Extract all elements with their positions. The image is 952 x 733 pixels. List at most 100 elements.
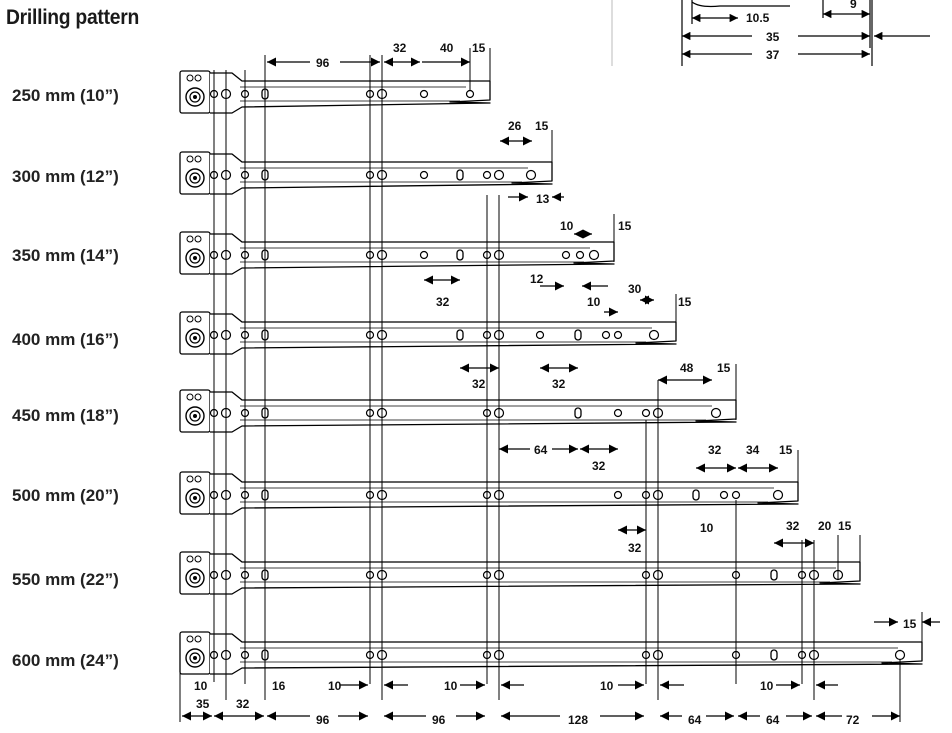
dim-r1-15: 15: [472, 41, 486, 55]
slide-6: [179, 471, 799, 515]
dim-r5-48: 48: [680, 361, 694, 375]
bracket-roller-pin: [193, 95, 197, 99]
screw-hole: [648, 329, 660, 341]
dim-r4-32b: 32: [552, 377, 566, 391]
dim-bottom-10d: 10: [600, 679, 614, 693]
screw-hole: [535, 330, 545, 340]
bracket-hole: [194, 635, 202, 643]
dim-r4-32a: 32: [472, 377, 486, 391]
dim-r5-32: 32: [592, 459, 606, 473]
screw-hole: [465, 89, 475, 99]
slide-3: [179, 231, 615, 275]
screw-hole: [482, 170, 492, 180]
bracket-hole: [194, 315, 202, 323]
screw-hole: [641, 408, 651, 418]
bracket-hole: [194, 155, 202, 163]
dim-bottom-10c: 10: [444, 679, 458, 693]
screw-hole: [419, 170, 429, 180]
dim-r2-15: 15: [535, 119, 549, 133]
screw-hole: [731, 490, 741, 500]
dim-r5-15: 15: [717, 361, 731, 375]
bracket-roller-pin: [193, 576, 197, 580]
dim-r3-32: 32: [436, 295, 450, 309]
bracket-roller-pin: [193, 176, 197, 180]
dim-r7-32: 32: [786, 519, 800, 533]
dim-bottom-32: 32: [236, 697, 250, 711]
slot-hole: [770, 649, 778, 661]
dim-r6-32b: 32: [628, 541, 642, 555]
bracket-hole: [186, 555, 194, 563]
row-label-450: 450 mm (18”): [12, 406, 119, 425]
slot-hole: [574, 407, 582, 419]
top-dim-9: 9: [850, 0, 857, 11]
row-label-400: 400 mm (16”): [12, 330, 119, 349]
drawer-slides: [179, 70, 923, 675]
dim-r4-30: 30: [628, 282, 642, 296]
screw-hole: [601, 330, 611, 340]
slot-hole: [456, 169, 464, 181]
bracket-roller-pin: [193, 256, 197, 260]
screw-hole: [419, 250, 429, 260]
dim-bottom-16: 16: [272, 679, 286, 693]
screw-hole: [525, 169, 537, 181]
bracket-hole: [194, 475, 202, 483]
slot-hole: [574, 329, 582, 341]
dim-r6-15: 15: [779, 443, 793, 457]
screw-hole: [613, 408, 623, 418]
top-dim-35: 35: [766, 30, 780, 44]
row-label-600: 600 mm (24”): [12, 651, 119, 670]
row-label-500: 500 mm (20”): [12, 486, 119, 505]
bracket-hole: [194, 235, 202, 243]
dim-r2-13: 13: [536, 192, 550, 206]
page-title: Drilling pattern: [6, 6, 139, 29]
row-label-350: 350 mm (14”): [12, 246, 119, 265]
dim-r5-64: 64: [534, 443, 548, 457]
dim-r8-15: 15: [903, 617, 917, 631]
dim-bottom-96a: 96: [316, 713, 330, 727]
slot-hole: [770, 569, 778, 581]
screw-hole: [719, 490, 729, 500]
bracket-roller-pin: [193, 336, 197, 340]
dim-bottom-64b: 64: [766, 713, 780, 727]
slot-hole: [456, 249, 464, 261]
slide-8: [179, 631, 923, 675]
dim-r3-15: 15: [618, 219, 632, 233]
dim-bottom-72: 72: [846, 713, 860, 727]
screw-hole: [561, 250, 571, 260]
dim-bottom-96b: 96: [432, 713, 446, 727]
dim-bottom-10b: 10: [328, 679, 342, 693]
row-label-300: 300 mm (12”): [12, 167, 119, 186]
dim-bottom-35: 35: [196, 697, 210, 711]
screw-hole: [613, 490, 623, 500]
top-detail-dimensions: [611, 0, 930, 66]
screw-hole: [575, 250, 585, 260]
dim-r1-40: 40: [440, 41, 454, 55]
slide-4: [179, 311, 677, 355]
bracket-roller-pin: [193, 656, 197, 660]
slot-hole: [456, 329, 464, 341]
bracket-hole: [194, 555, 202, 563]
bracket-hole: [186, 635, 194, 643]
screw-hole: [588, 249, 600, 261]
slide-rail: [210, 553, 861, 595]
dim-bottom-64a: 64: [688, 713, 702, 727]
dim-r6-32: 32: [708, 443, 722, 457]
dim-r3-10: 10: [560, 219, 574, 233]
slide-1: [179, 70, 491, 114]
screw-hole: [710, 407, 722, 419]
dim-bottom-10a: 10: [194, 679, 208, 693]
bracket-hole: [186, 74, 194, 82]
bracket-hole: [186, 155, 194, 163]
bracket-hole: [186, 393, 194, 401]
slide-rail: [210, 233, 615, 275]
bracket-hole: [186, 315, 194, 323]
slide-2: [179, 151, 553, 195]
dim-bottom-128: 128: [568, 713, 588, 727]
dim-r7-20: 20: [818, 519, 832, 533]
dim-r7-15: 15: [838, 519, 852, 533]
slide-rail: [210, 313, 677, 355]
dimension-lines: [179, 48, 940, 722]
dim-r4-10: 10: [587, 295, 601, 309]
dim-r4-15: 15: [678, 295, 692, 309]
screw-hole: [894, 649, 906, 661]
